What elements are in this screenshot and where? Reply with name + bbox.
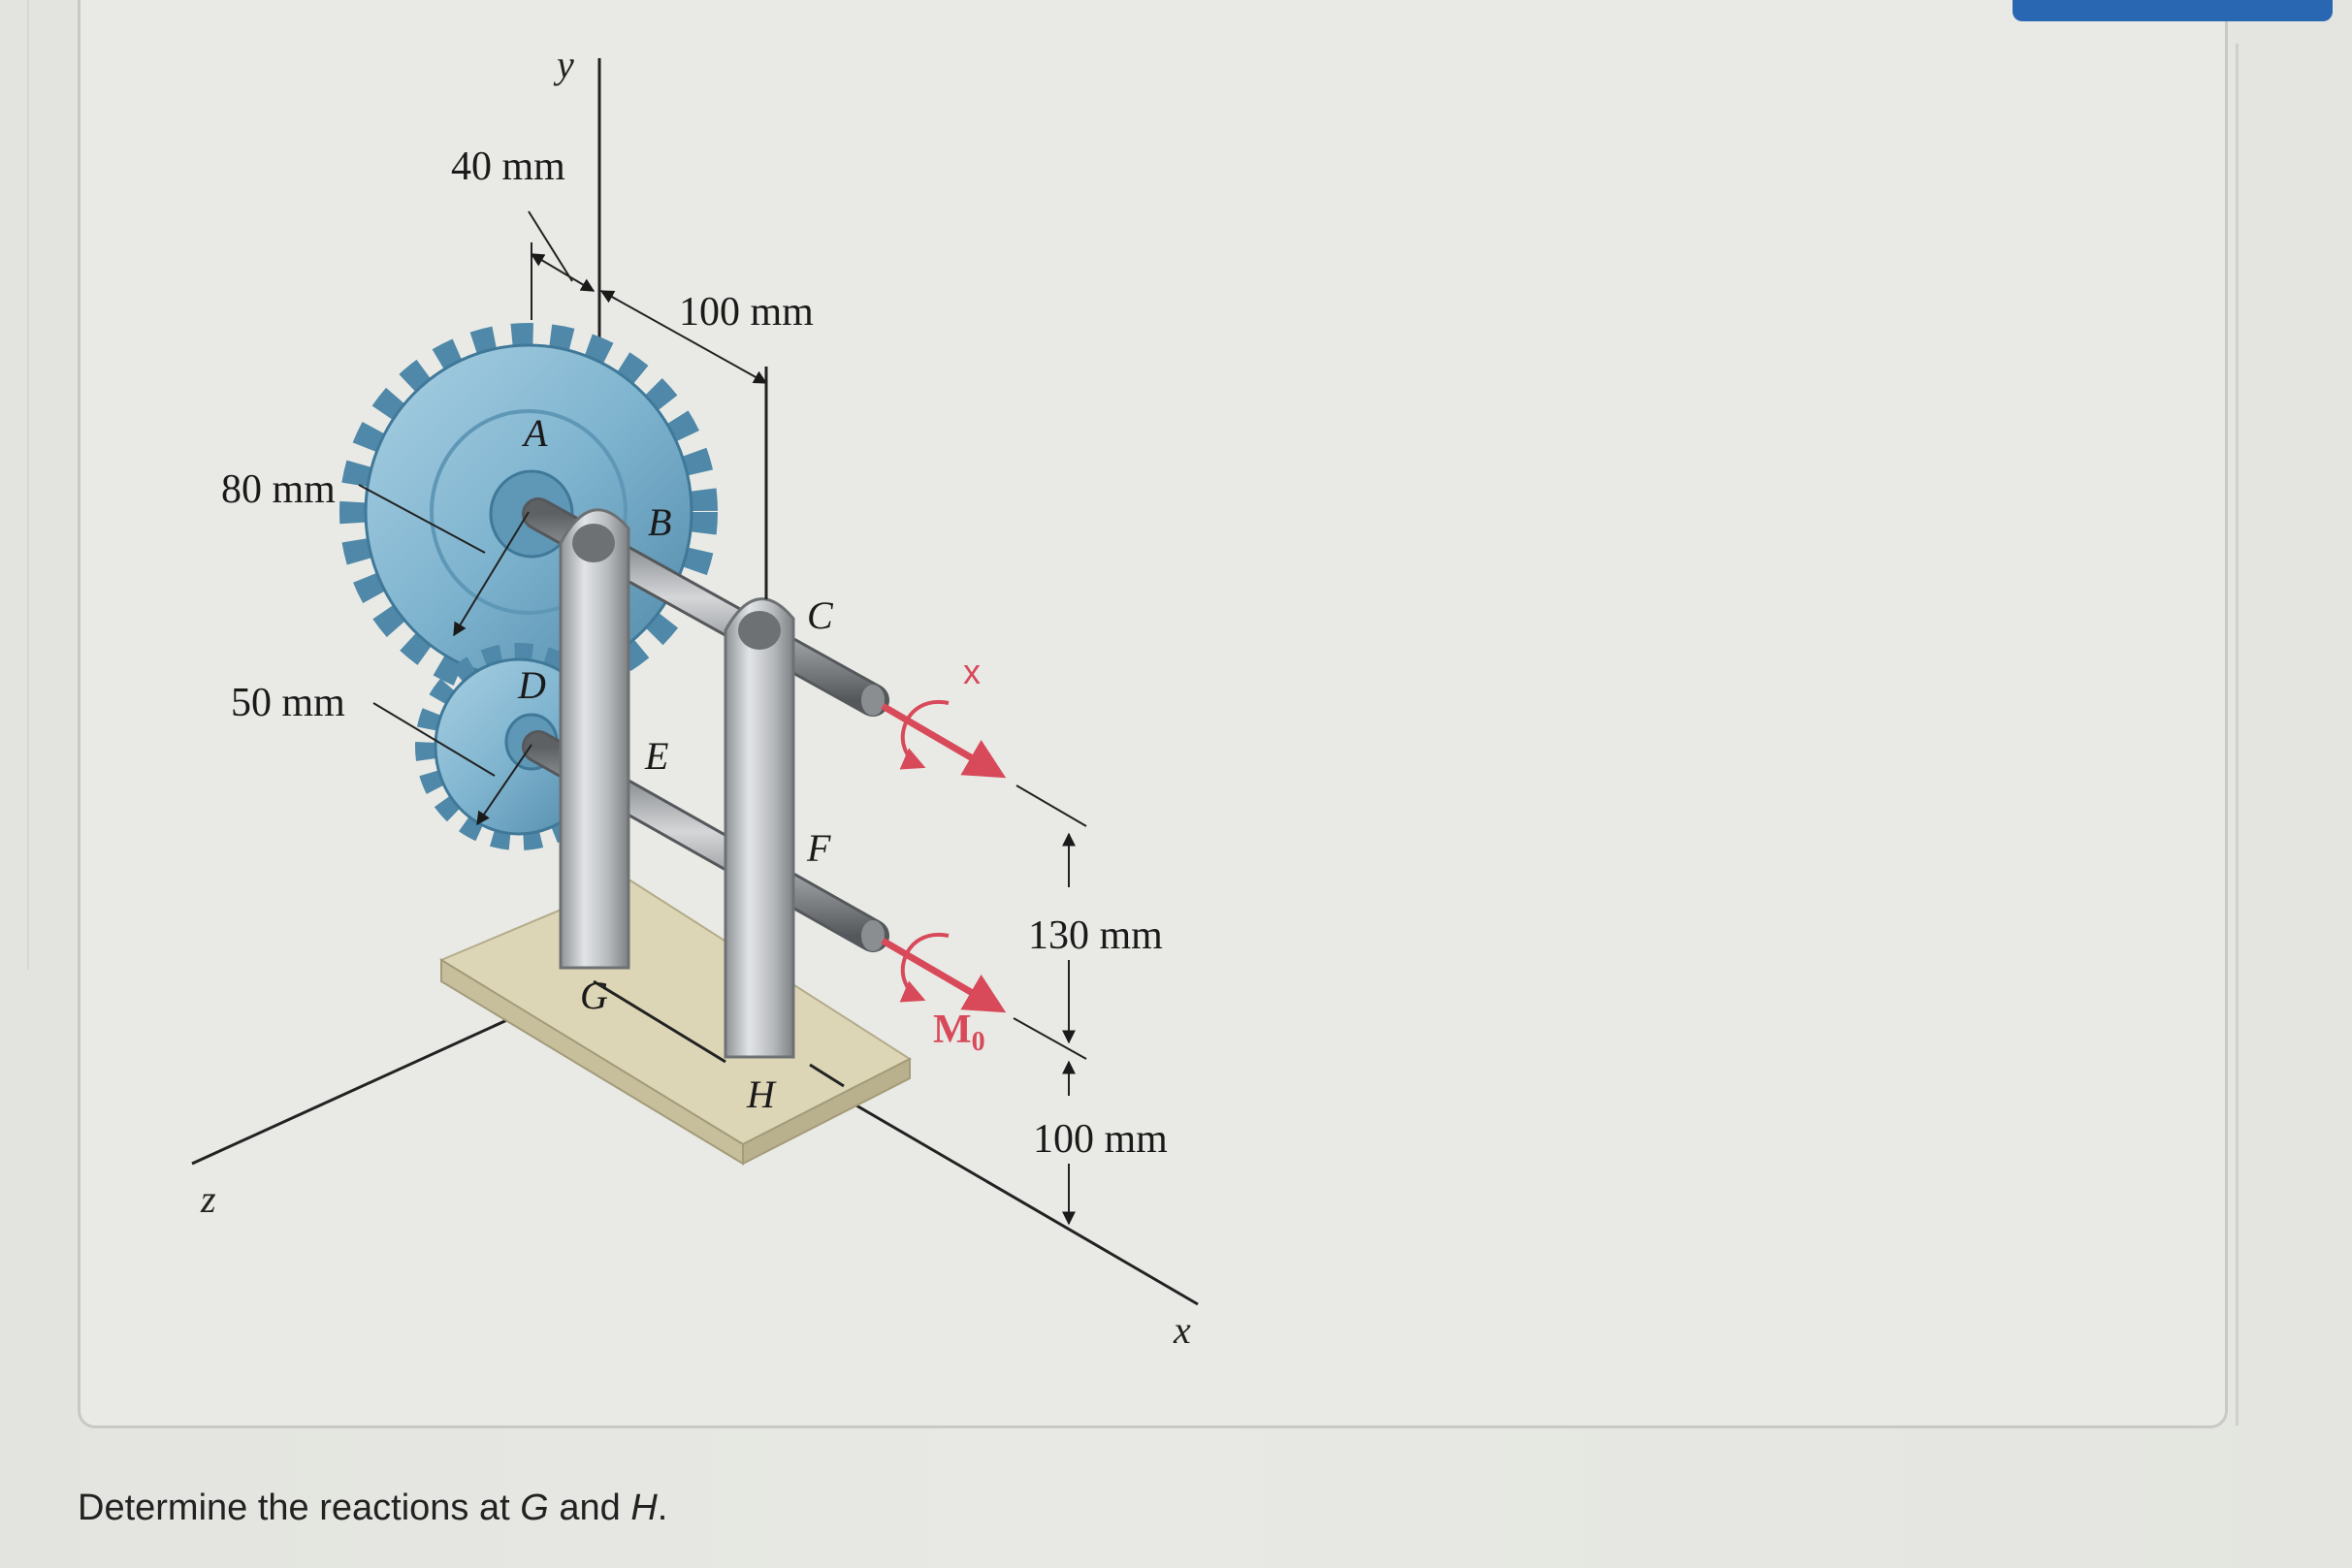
dim-50mm: 50 mm (231, 681, 345, 725)
dim-100mm-top: 100 mm (679, 290, 814, 335)
dim-40mm: 40 mm (451, 144, 565, 189)
coordinate-axes: y z x (191, 43, 1199, 1352)
point-c-label: C (807, 593, 834, 637)
support-g (559, 508, 630, 970)
y-axis-label: y (553, 43, 574, 86)
dim-100mm-bottom: 100 mm (1033, 1117, 1168, 1162)
point-e-label: E (644, 734, 668, 778)
point-b-label: B (648, 500, 671, 544)
base-plate (438, 879, 913, 1166)
dim-130mm: 130 mm (1028, 913, 1163, 958)
z-axis-label: z (200, 1177, 216, 1221)
moment-subscript: 0 (972, 1027, 985, 1057)
point-g-label: G (580, 974, 608, 1017)
top-right-button[interactable] (2013, 0, 2333, 21)
question-prefix: Determine the reactions at (78, 1488, 521, 1528)
question-var-g: G (520, 1488, 549, 1528)
question-middle: and (548, 1488, 631, 1528)
question-suffix: . (657, 1488, 668, 1528)
dim-80mm: 80 mm (221, 467, 336, 512)
moment-upper (881, 699, 1007, 779)
cross-mark: x (963, 652, 981, 691)
moment-lower (881, 932, 1007, 1013)
question-var-h: H (630, 1488, 658, 1528)
point-f-label: F (806, 826, 831, 870)
left-edge-divider (0, 0, 29, 970)
x-axis-label: x (1173, 1308, 1191, 1352)
z-axis-line (191, 1002, 544, 1166)
support-h (724, 597, 795, 1059)
question-text: Determine the reactions at G and H. (78, 1488, 667, 1529)
moment-label: M0 (933, 1008, 985, 1057)
dimension-lines (358, 210, 1087, 1226)
point-d-label: D (517, 663, 546, 707)
point-h-label: H (746, 1072, 777, 1116)
point-a-label: A (521, 411, 548, 455)
moment-symbol: M (933, 1008, 972, 1052)
x-axis-line (814, 1079, 1199, 1306)
right-divider (2236, 44, 2239, 1425)
